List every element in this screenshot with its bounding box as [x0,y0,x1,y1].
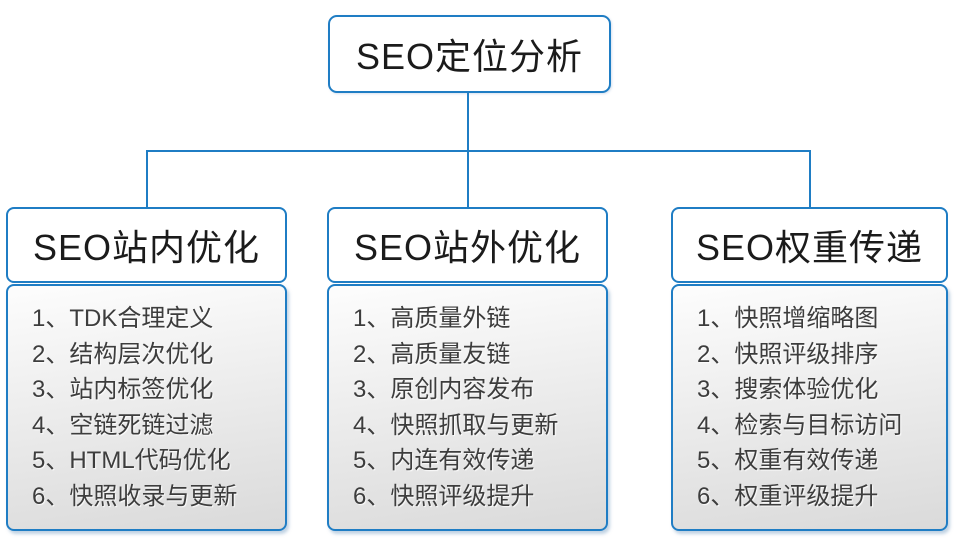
column-title: SEO权重传递 [695,227,924,268]
column-title: SEO站外优化 [353,227,582,268]
column-weight-transfer: SEO权重传递 1、快照增缩略图 2、快照评级排序 3、搜索体验优化 4、检索与目标访… [671,207,948,531]
list-panel-weight: 1、快照增缩略图 2、快照评级排序 3、搜索体验优化 4、检索与目标访问 5、权重有效传… [671,284,948,531]
list-item: 5、权重有效传递 [697,447,879,474]
list-item: 1、高质量外链 [353,305,511,332]
column-offsite-optimization: SEO站外优化 1、高质量外链 2、高质量友链 3、原创内容发布 4、快照抓取与更新 5… [327,207,608,531]
list-item: 3、站内标签优化 [32,376,214,403]
list-item: 6、权重评级提升 [697,482,879,510]
list-item: 3、原创内容发布 [353,376,535,403]
column-header-onsite: SEO站内优化 [6,207,287,283]
connector-left-vertical [146,150,148,207]
list-item: 3、搜索体验优化 [697,376,879,403]
list-item: 6、快照评级提升 [353,482,535,510]
list-item: 4、空链死链过滤 [32,411,214,439]
connector-right-vertical [809,150,811,207]
list-item: 1、TDK合理定义 [32,305,214,332]
list-panel-offsite: 1、高质量外链 2、高质量友链 3、原创内容发布 4、快照抓取与更新 5、内连有效传递 6… [327,284,608,531]
column-header-weight: SEO权重传递 [671,207,948,283]
column-header-offsite: SEO站外优化 [327,207,608,283]
list-item: 4、检索与目标访问 [697,411,903,439]
root-node: SEO定位分析 [328,15,611,93]
list-item: 1、快照增缩略图 [697,305,879,332]
root-title: SEO定位分析 [355,36,584,77]
list-item: 2、快照评级排序 [697,340,879,368]
connector-horizontal [146,150,811,152]
list-item: 5、内连有效传递 [353,447,535,474]
list-panel-onsite: 1、TDK合理定义 2、结构层次优化 3、站内标签优化 4、空链死链过滤 5、HTML代… [6,284,287,531]
list-item: 2、高质量友链 [353,340,511,368]
list-item: 2、结构层次优化 [32,340,214,368]
list-item: 4、快照抓取与更新 [353,411,559,439]
list-item: 6、快照收录与更新 [32,482,238,510]
column-onsite-optimization: SEO站内优化 1、TDK合理定义 2、结构层次优化 3、站内标签优化 4、空链死链过… [6,207,287,531]
list-item: 5、HTML代码优化 [32,447,231,474]
column-title: SEO站内优化 [32,227,261,268]
